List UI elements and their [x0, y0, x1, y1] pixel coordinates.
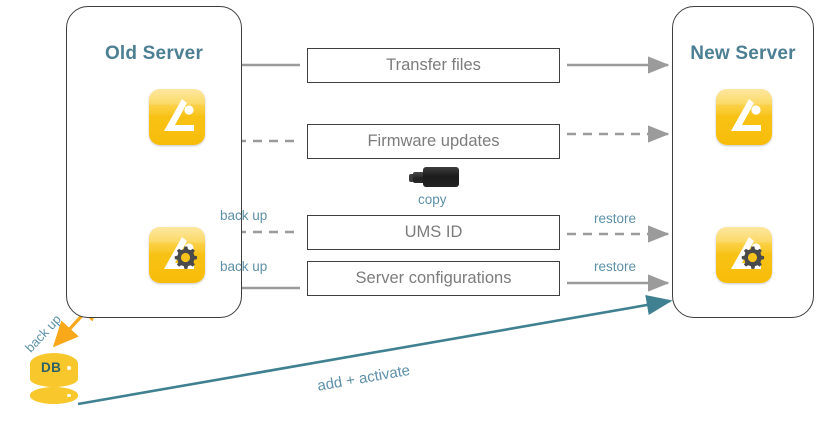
db-band-top	[30, 353, 78, 387]
ums-console-icon-new[interactable]	[716, 89, 772, 145]
angle-gear-glyph	[164, 237, 198, 269]
database-cylinder-icon[interactable]: DB	[30, 352, 78, 404]
usb-body	[423, 167, 459, 187]
label-back-up-ums-id: back up	[220, 208, 268, 223]
new-server-title: New Server	[690, 43, 796, 64]
angle-glyph	[164, 99, 194, 131]
label-back-up-server-configurations: back up	[220, 259, 268, 274]
right-connector-arrows	[567, 56, 670, 292]
old-server-panel[interactable]: Old Server	[66, 6, 242, 318]
usb-copy-label: copy	[418, 192, 447, 207]
db-dot	[67, 366, 71, 370]
db-band-bottom	[30, 387, 78, 404]
db-back-up-label: back up	[22, 311, 65, 356]
box-ums-id-label: UMS ID	[404, 223, 463, 241]
angle-gear-glyph	[731, 237, 765, 269]
new-server-panel[interactable]: New Server	[672, 6, 814, 318]
angle-glyph	[731, 99, 761, 131]
box-firmware-updates[interactable]: Firmware updates	[307, 124, 560, 159]
old-server-title: Old Server	[104, 43, 204, 64]
box-server-configurations[interactable]: Server configurations	[307, 261, 560, 296]
box-firmware-updates-label: Firmware updates	[367, 132, 500, 150]
db-label: DB	[41, 360, 62, 375]
box-ums-id[interactable]: UMS ID	[307, 215, 560, 250]
box-transfer-files-label: Transfer files	[386, 56, 481, 74]
usb-tip	[409, 173, 415, 182]
ums-console-icon-old[interactable]	[149, 89, 205, 145]
db-dot	[67, 393, 71, 398]
box-transfer-files[interactable]: Transfer files	[307, 48, 560, 83]
usb-neck	[413, 172, 427, 183]
label-restore-server-configurations: restore	[594, 259, 637, 274]
add-activate-label: add + activate	[316, 361, 412, 395]
ums-administrator-icon-old[interactable]	[149, 227, 205, 283]
usb-stick-icon[interactable]	[409, 167, 461, 189]
label-restore-ums-id: restore	[594, 211, 637, 226]
ums-administrator-icon-new[interactable]	[716, 227, 772, 283]
box-server-configurations-label: Server configurations	[355, 269, 512, 287]
